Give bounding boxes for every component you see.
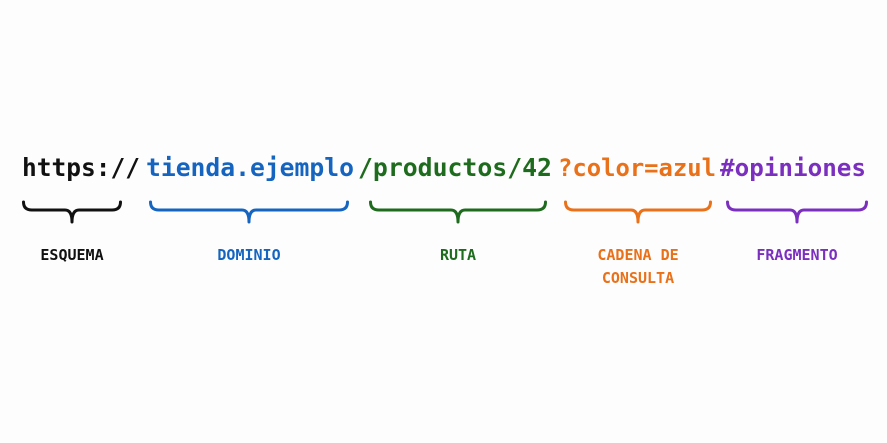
scheme-label: ESQUEMA [22,244,122,267]
fragment-label-line: FRAGMENTO [756,246,838,264]
domain-label: DOMINIO [149,244,349,267]
url-query-text: ?color=azul [558,154,717,182]
url-fragment-text: #opiniones [720,153,866,182]
url-path-text: /productos/42 [358,153,552,182]
query-label-line-1: CADENA DE [597,246,679,264]
query-label-line-2: CONSULTA [601,269,675,287]
domain-label-line: DOMINIO [217,246,281,264]
scheme-brace [22,196,122,228]
fragment-label: FRAGMENTO [726,244,868,267]
path-label: RUTA [369,244,547,267]
domain-brace [149,196,349,228]
url-domain-text: tienda.ejemplo [146,153,354,182]
query-label: CADENA DE CONSULTA [564,244,712,290]
query-brace [564,196,712,228]
fragment-brace [726,196,868,228]
scheme-label-line: ESQUEMA [40,246,104,264]
path-label-line: RUTA [439,246,477,264]
path-brace [369,196,547,228]
url-scheme-text: https:// [22,153,141,182]
